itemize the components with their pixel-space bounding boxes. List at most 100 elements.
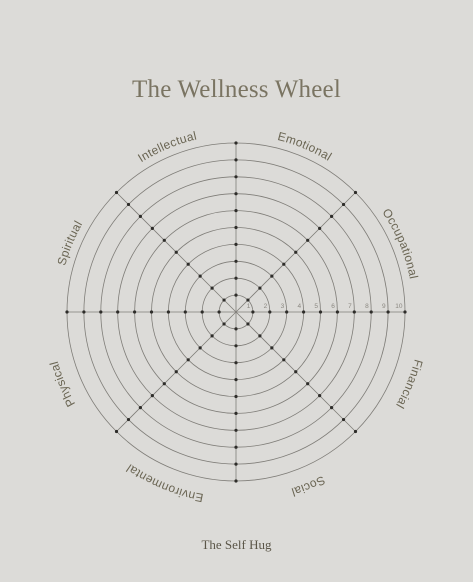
category-label-financial: Financial: [393, 358, 426, 411]
scale-label: 3: [281, 303, 285, 310]
wheel-dot: [318, 394, 322, 398]
wheel-dot: [234, 378, 238, 382]
wheel-dot: [318, 226, 322, 230]
wheel-dot: [341, 417, 346, 422]
wheel-dot: [234, 175, 238, 179]
wheel-dot: [341, 202, 346, 207]
wheel-dot: [162, 382, 166, 386]
wheel-dot: [222, 322, 226, 326]
wheel-dot: [270, 274, 274, 278]
scale-label: 8: [365, 303, 369, 310]
wheel-dot: [138, 214, 142, 218]
wheel-dot: [174, 370, 178, 374]
scale-label: 6: [331, 303, 335, 310]
wheel-dot: [234, 462, 238, 466]
category-label-social: Social: [290, 473, 328, 499]
wheel-dot: [234, 293, 238, 297]
wheel-dot: [258, 286, 262, 290]
wheel-dot: [174, 250, 178, 254]
wheel-dot: [234, 276, 238, 280]
wheel-dot: [222, 298, 226, 302]
scale-label: 4: [297, 303, 301, 310]
wheel-dot: [234, 445, 238, 449]
wheel-dot: [126, 417, 131, 422]
wheel-dot: [270, 346, 274, 350]
wheel-dot: [150, 394, 154, 398]
wheel-dot: [330, 214, 334, 218]
wheel-dot: [306, 238, 310, 242]
wheel-dot: [217, 310, 221, 314]
wheel-dot: [234, 361, 238, 365]
wheel-dot: [150, 226, 154, 230]
wheel-dot: [234, 428, 238, 432]
wheel-dot: [166, 310, 170, 314]
wheel-dot: [386, 310, 390, 314]
wheel-dots: [65, 141, 407, 483]
wheel-dot: [114, 429, 119, 434]
wheel-dot: [234, 479, 238, 483]
wheel-dot: [198, 346, 202, 350]
wheel-dot: [353, 429, 358, 434]
wheel-dot: [335, 310, 339, 314]
wheel-dot: [246, 298, 250, 302]
wheel-dot: [306, 382, 310, 386]
wheel-dot: [282, 262, 286, 266]
wheel-dot: [162, 238, 166, 242]
wheel-dot: [302, 310, 306, 314]
wheel-dot: [183, 310, 187, 314]
scale-label: 2: [264, 303, 268, 310]
wheel-dot: [234, 242, 238, 246]
scale-label: 9: [382, 303, 386, 310]
wheel-dot: [138, 406, 142, 410]
wheel-dot: [186, 262, 190, 266]
wheel-dot: [210, 286, 214, 290]
category-label-environmental: Environmental: [124, 461, 205, 505]
wheel-dot: [234, 344, 238, 348]
wheel-dot: [116, 310, 120, 314]
wheel-dot: [294, 250, 298, 254]
scale-label: 5: [314, 303, 318, 310]
wheel-dot: [82, 310, 86, 314]
wheel-dot: [186, 358, 190, 362]
wheel-dot: [330, 406, 334, 410]
wheel-dot: [282, 358, 286, 362]
wheel-scale-labels: 1 2 3 4 5 6 7 8 9 10: [247, 303, 403, 310]
wheel-dot: [285, 310, 289, 314]
wheel-dot: [133, 310, 137, 314]
category-label-intellectual: Intellectual: [135, 129, 198, 166]
scale-label: 10: [395, 303, 403, 310]
wheel-dot: [234, 141, 238, 145]
category-label-occupational: Occupational: [380, 206, 421, 280]
category-label-emotional: Emotional: [276, 129, 334, 164]
category-label-physical: Physical: [47, 360, 78, 410]
wheel-dot: [234, 394, 238, 399]
wheel-dot: [246, 322, 250, 326]
category-label-spiritual: Spiritual: [54, 218, 85, 267]
wheel-dot: [353, 190, 358, 195]
wheel-dot: [268, 310, 272, 314]
wheel-dot: [210, 334, 214, 338]
page-title: The Wellness Wheel: [132, 76, 341, 103]
footer-brand: The Self Hug: [201, 537, 272, 552]
scale-label: 1: [247, 303, 251, 310]
wheel-dot: [149, 310, 154, 314]
wheel-dot: [403, 310, 407, 314]
wheel-dot: [114, 190, 119, 195]
wheel-dot: [251, 310, 255, 314]
wheel-dot: [318, 310, 323, 314]
wheel-dot: [99, 310, 103, 314]
wheel-dot: [234, 192, 238, 196]
wheel-dot: [294, 370, 298, 374]
wheel-dot: [352, 310, 356, 314]
wheel-dot: [234, 225, 238, 230]
wheel-dot: [198, 274, 202, 278]
wheel-dot: [234, 411, 238, 415]
wheel-dot: [369, 310, 373, 314]
wheel-dot: [200, 310, 204, 314]
wheel-dot: [258, 334, 262, 338]
wheel-dot: [234, 327, 238, 331]
wheel-dot: [234, 259, 238, 263]
scale-label: 7: [348, 303, 352, 310]
wheel-dot: [234, 209, 238, 213]
